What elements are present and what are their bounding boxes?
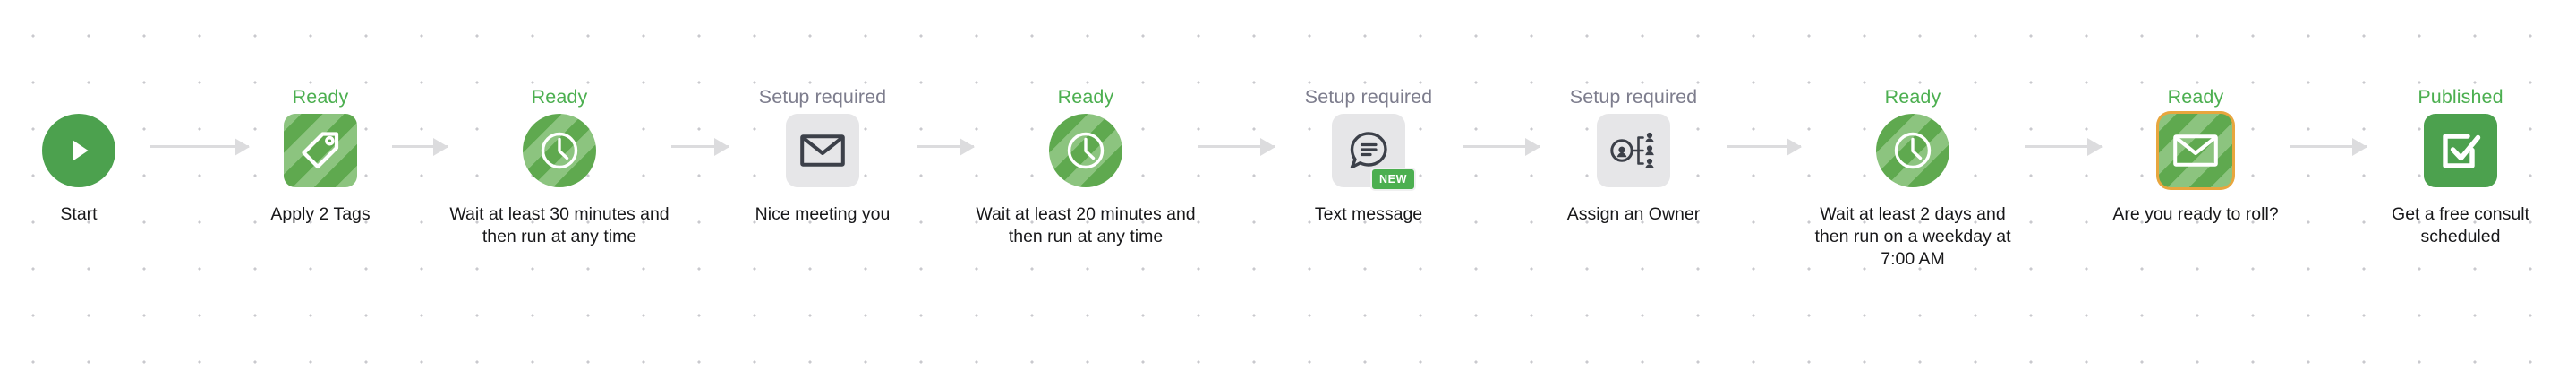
status-badge: Ready [531, 86, 588, 108]
checkbox-icon [2438, 128, 2483, 173]
status-badge: Setup required [1304, 86, 1433, 108]
workflow-node-wait-30-minutes[interactable]: Ready Wait at least 30 minutes and then … [448, 0, 671, 248]
node-shape[interactable] [2424, 114, 2497, 187]
node-shape[interactable] [786, 114, 859, 187]
connector-arrow [1463, 145, 1540, 148]
node-caption: Start [60, 204, 98, 224]
workflow-node-nice-meeting-you[interactable]: Setup required Nice meeting you [729, 0, 917, 226]
connector-arrow [392, 145, 448, 148]
connector-arrow [671, 145, 729, 148]
node-caption: Nice meeting you [755, 204, 891, 224]
node-caption: Wait at least 20 minutes and then run at… [976, 204, 1196, 246]
status-badge: Ready [1884, 86, 1941, 108]
node-caption: Wait at least 2 days and then run on a w… [1814, 204, 2011, 269]
node-caption: Text message [1314, 204, 1423, 224]
node-shape[interactable] [2159, 114, 2232, 187]
node-shape[interactable] [1597, 114, 1670, 187]
connector-arrow [1198, 145, 1275, 148]
clock-icon [1890, 128, 1935, 173]
node-caption: Apply 2 Tags [270, 204, 371, 224]
envelope-icon [800, 133, 845, 168]
envelope-icon [2173, 133, 2218, 168]
connector-arrow [917, 145, 974, 148]
node-caption: Assign an Owner [1566, 204, 1701, 224]
speech-bubble-icon [1346, 128, 1391, 173]
node-shape[interactable] [1876, 114, 1949, 187]
workflow-node-wait-20-minutes[interactable]: Ready Wait at least 20 minutes and then … [974, 0, 1198, 248]
play-icon [61, 133, 97, 168]
status-badge: Setup required [758, 86, 887, 108]
connector-arrow [1727, 145, 1801, 148]
status-badge: Ready [292, 86, 349, 108]
node-caption: Wait at least 30 minutes and then run at… [449, 204, 670, 246]
workflow-node-are-you-ready-to-roll[interactable]: Ready Are you ready to roll? [2102, 0, 2290, 226]
connector-arrow [150, 145, 249, 148]
status-badge: Ready [2167, 86, 2224, 108]
node-shape[interactable] [42, 114, 115, 187]
tag-icon [298, 128, 343, 173]
node-shape[interactable]: NEW [1332, 114, 1416, 191]
node-caption: Are you ready to roll? [2112, 204, 2279, 224]
clock-icon [1063, 128, 1108, 173]
node-shape[interactable] [1049, 114, 1122, 187]
workflow-node-get-a-free-consult-scheduled[interactable]: Published Get a free consult scheduled [2367, 0, 2555, 248]
status-badge: Published [2418, 86, 2503, 108]
workflow-node-start[interactable]: Start [7, 0, 150, 226]
workflow-node-wait-2-days[interactable]: Ready Wait at least 2 days and then run … [1801, 0, 2025, 271]
node-shape[interactable] [284, 114, 357, 187]
new-badge: NEW [1370, 167, 1416, 191]
workflow-node-assign-an-owner[interactable]: Setup required Assign an Owner [1540, 0, 1727, 226]
connector-arrow [2290, 145, 2367, 148]
assign-owner-icon [1609, 130, 1658, 171]
clock-icon [537, 128, 582, 173]
connector-arrow [2025, 145, 2102, 148]
status-badge: Setup required [1569, 86, 1698, 108]
workflow-node-apply-tags[interactable]: Ready Apply 2 Tags [249, 0, 392, 226]
workflow-node-text-message[interactable]: Setup required NEW Text message [1275, 0, 1463, 226]
node-shape[interactable] [523, 114, 596, 187]
status-badge: Ready [1057, 86, 1114, 108]
node-caption: Get a free consult scheduled [2392, 204, 2529, 246]
